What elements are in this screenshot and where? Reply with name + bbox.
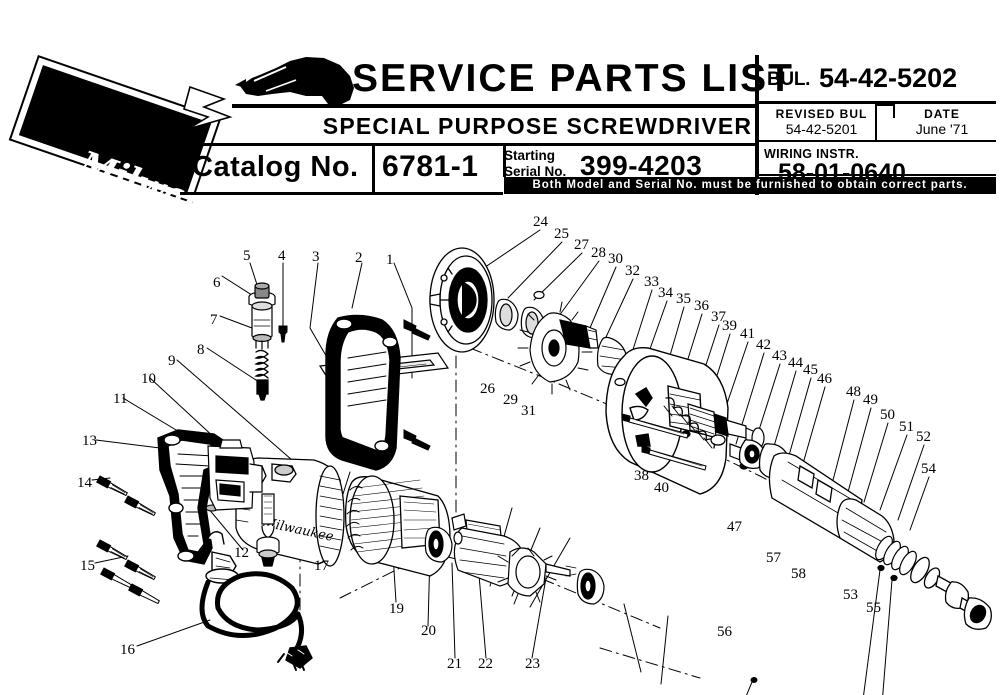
bulletin-cell: BUL. 54-42-5202 [761,58,996,101]
callout-number-53: 53 [843,587,858,603]
callout-number-16: 16 [120,642,135,658]
date-value: June '71 [915,121,969,137]
callout-number-35: 35 [676,291,691,307]
callout-number-25: 25 [554,226,569,242]
callout-number-38: 38 [634,468,649,484]
header-rule-top [232,104,755,108]
date-label: DATE [924,107,960,121]
callout-number-40: 40 [654,480,669,496]
callout-number-22: 22 [478,656,493,672]
callout-number-10: 10 [141,371,156,387]
callout-number-3: 3 [312,249,320,265]
revised-row-bottom-rule [759,140,996,142]
callout-number-1: 1 [386,252,394,268]
callout-number-36: 36 [694,298,709,314]
callout-number-24: 24 [533,214,548,230]
screwdriver-silhouette-icon [235,57,354,106]
callout-number-8: 8 [197,342,205,358]
callout-number-39: 39 [722,318,737,334]
callout-number-19: 19 [389,601,404,617]
callout-number-23: 23 [525,656,540,672]
callout-number-50: 50 [880,407,895,423]
callout-number-14: 14 [77,475,92,491]
bulletin-label: BUL. [767,69,811,90]
callout-number-26: 26 [480,381,495,397]
callout-number-28: 28 [591,245,606,261]
callout-number-15: 15 [80,558,95,574]
callout-number-51: 51 [899,419,914,435]
banner-text: Both Model and Serial No. must be furnis… [532,179,968,191]
callout-number-6: 6 [213,275,221,291]
revised-date-divider [875,104,877,141]
serial-requirement-banner: Both Model and Serial No. must be furnis… [504,177,996,194]
callout-number-30: 30 [608,251,623,267]
callout-number-33: 33 [644,274,659,290]
callout-number-47: 47 [727,519,742,535]
callout-number-12: 12 [234,545,249,561]
serial-no-label: Starting Serial No. [504,148,566,179]
document-header: Milwaukee SERVICE PARTS LIST SPECIAL PUR… [0,0,1000,244]
bulletin-value: 54-42-5202 [819,63,958,93]
callout-number-20: 20 [421,623,436,639]
bul-cell-bottom-rule [759,101,996,104]
header-divider-right [755,55,759,195]
serial-label-line2: Serial No. [504,163,567,179]
revised-bulletin-value: 54-42-5201 [785,121,858,137]
header-divider-catalog [372,146,375,193]
callout-number-41: 41 [740,326,755,342]
callout-number-49: 49 [863,392,878,408]
revised-bulletin-label: REVISED BUL [775,107,868,121]
callout-number-43: 43 [772,348,787,364]
wiring-row-bottom-rule [759,174,996,176]
callout-number-32: 32 [625,263,640,279]
header-rule-catalog-bottom [180,192,503,195]
callout-number-37: 37 [711,309,726,325]
callout-number-52: 52 [916,429,931,445]
callout-number-44: 44 [788,355,803,371]
callout-number-31: 31 [521,403,536,419]
page-title: SERVICE PARTS LIST [352,57,794,100]
header-divider-serial [503,143,506,177]
callout-number-46: 46 [817,371,832,387]
callout-number-48: 48 [846,384,861,400]
callout-number-17: 17 [314,558,329,574]
serial-label-line1: Starting [504,148,556,163]
callout-number-56: 56 [717,624,732,640]
revised-date-notch-v [893,104,895,118]
callout-number-42: 42 [756,337,771,353]
header-rule-mid [180,143,755,146]
callout-number-9: 9 [168,353,176,369]
callout-number-29: 29 [503,392,518,408]
callout-number-45: 45 [803,362,818,378]
callout-number-27: 27 [574,237,589,253]
wiring-instr-label: WIRING INSTR. [764,147,859,161]
serial-no-value: 399-4203 [580,150,703,181]
callout-number-11: 11 [113,391,128,407]
exploded-parts-diagram: Milwaukee [0,208,1000,695]
catalog-no-value: 6781-1 [382,150,479,183]
callout-number-55: 55 [866,600,881,616]
callout-number-13: 13 [82,433,97,449]
callout-number-54: 54 [921,461,936,477]
callout-number-5: 5 [243,248,251,264]
callout-number-57: 57 [766,550,781,566]
revised-date-notch [875,104,895,106]
catalog-no-label: Catalog No. [192,151,359,183]
callout-number-34: 34 [658,285,673,301]
callout-number-7: 7 [210,312,218,328]
page-subtitle: SPECIAL PURPOSE SCREWDRIVER [322,113,753,139]
callout-number-4: 4 [278,248,286,264]
callout-number-21: 21 [447,656,462,672]
parts-illustration: Milwaukee [91,229,992,695]
callout-number-2: 2 [355,250,363,266]
callout-number-58: 58 [791,566,806,582]
